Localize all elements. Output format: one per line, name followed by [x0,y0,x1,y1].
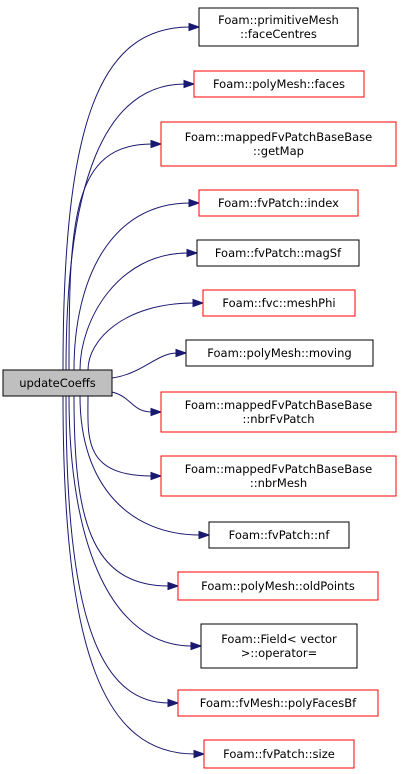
callee-node-label: ::faceCentres [240,27,317,41]
call-edge [65,395,170,704]
callee-node-label: Foam::fvc::meshPhi [222,296,335,310]
callee-node[interactable]: Foam::fvPatch::magSf [196,239,360,267]
callee-node-label: Foam::polyMesh::faces [213,77,345,91]
arrowhead [188,198,201,208]
callee-node-label: Foam::fvPatch::index [218,196,339,210]
callee-node[interactable]: Foam::polyMesh::oldPoints [177,571,379,601]
callee-node-label: Foam::fvPatch::size [223,747,335,761]
callee-node-label: Foam::mappedFvPatchBaseBase [185,462,372,476]
root-node[interactable]: updateCoeffs [2,369,113,397]
callee-node-label: Foam::polyMesh::moving [207,346,351,360]
callee-node-box [203,739,355,769]
callee-node-label: Foam::mappedFvPatchBaseBase [185,130,372,144]
call-edge [73,202,191,371]
callee-node-label: >::operator= [241,646,317,660]
arrowhead [183,79,196,89]
callee-node-box [196,239,360,267]
root-node-label: updateCoeffs [19,376,96,390]
callee-node[interactable]: Foam::fvPatch::nf [208,521,350,549]
callee-node[interactable]: Foam::primitiveMesh::faceCentres [198,7,359,47]
callee-node[interactable]: Foam::mappedFvPatchBaseBase::nbrMesh [160,455,397,497]
arrowhead [167,698,180,708]
arrowhead [167,581,180,591]
callee-node[interactable]: Foam::fvc::meshPhi [202,289,356,317]
call-edge [87,395,153,477]
arrowhead [198,530,211,540]
arrowhead [193,749,206,759]
callee-node-box [160,455,397,497]
call-edge [65,83,186,371]
callee-node-box [160,121,397,167]
call-edge [62,26,191,371]
call-graph-nodes: updateCoeffs Foam::primitiveMesh::faceCe… [2,7,397,769]
arrowhead [190,641,203,651]
callee-node-box [208,521,350,549]
callee-node-label: Foam::fvMesh::polyFacesBf [200,696,357,710]
callee-node-box [160,391,397,433]
callee-node-box [198,189,359,217]
callee-node-label: ::nbrMesh [250,476,307,490]
call-graph-edges [62,22,211,759]
call-edge [111,352,178,379]
call-edge [68,395,193,647]
callee-node-label: Foam::Field< vector [221,632,337,646]
callee-node[interactable]: Foam::fvPatch::size [203,739,355,769]
callee-node-box [185,339,374,367]
callee-node-box [177,571,379,601]
callee-node[interactable]: Foam::fvMesh::polyFacesBf [177,689,379,717]
arrowhead [186,248,199,258]
arrowhead [175,348,188,358]
callee-node[interactable]: Foam::mappedFvPatchBaseBase::nbrFvPatch [160,391,397,433]
call-edge [73,395,170,587]
call-edge [79,395,201,536]
callee-node[interactable]: Foam::Field< vector>::operator= [200,623,358,669]
callee-node-box [193,70,365,98]
callee-node-box [198,7,359,47]
callee-node-label: Foam::fvPatch::magSf [215,246,342,260]
arrowhead [150,407,163,417]
callee-node[interactable]: Foam::polyMesh::moving [185,339,374,367]
arrowhead [150,471,163,481]
call-edge [62,395,196,755]
call-edge [68,143,153,371]
callee-node-label: Foam::primitiveMesh [218,13,339,27]
callee-node-box [200,623,358,669]
callee-node-box [202,289,356,317]
call-edge [79,252,189,371]
callee-node-label: Foam::mappedFvPatchBaseBase [185,398,372,412]
root-node-box [2,369,113,397]
call-edge [111,391,153,413]
callee-node-label: Foam::polyMesh::oldPoints [201,579,355,593]
callee-node[interactable]: Foam::mappedFvPatchBaseBase::getMap [160,121,397,167]
arrowhead [188,22,201,32]
callee-node-box [177,689,379,717]
callee-node-label: ::getMap [253,144,304,158]
callee-node[interactable]: Foam::fvPatch::index [198,189,359,217]
callee-node-label: ::nbrFvPatch [242,412,314,426]
callee-node[interactable]: Foam::polyMesh::faces [193,70,365,98]
arrowhead [192,298,205,308]
callee-node-label: Foam::fvPatch::nf [229,528,331,542]
arrowhead [150,139,163,149]
call-edge [87,302,195,371]
